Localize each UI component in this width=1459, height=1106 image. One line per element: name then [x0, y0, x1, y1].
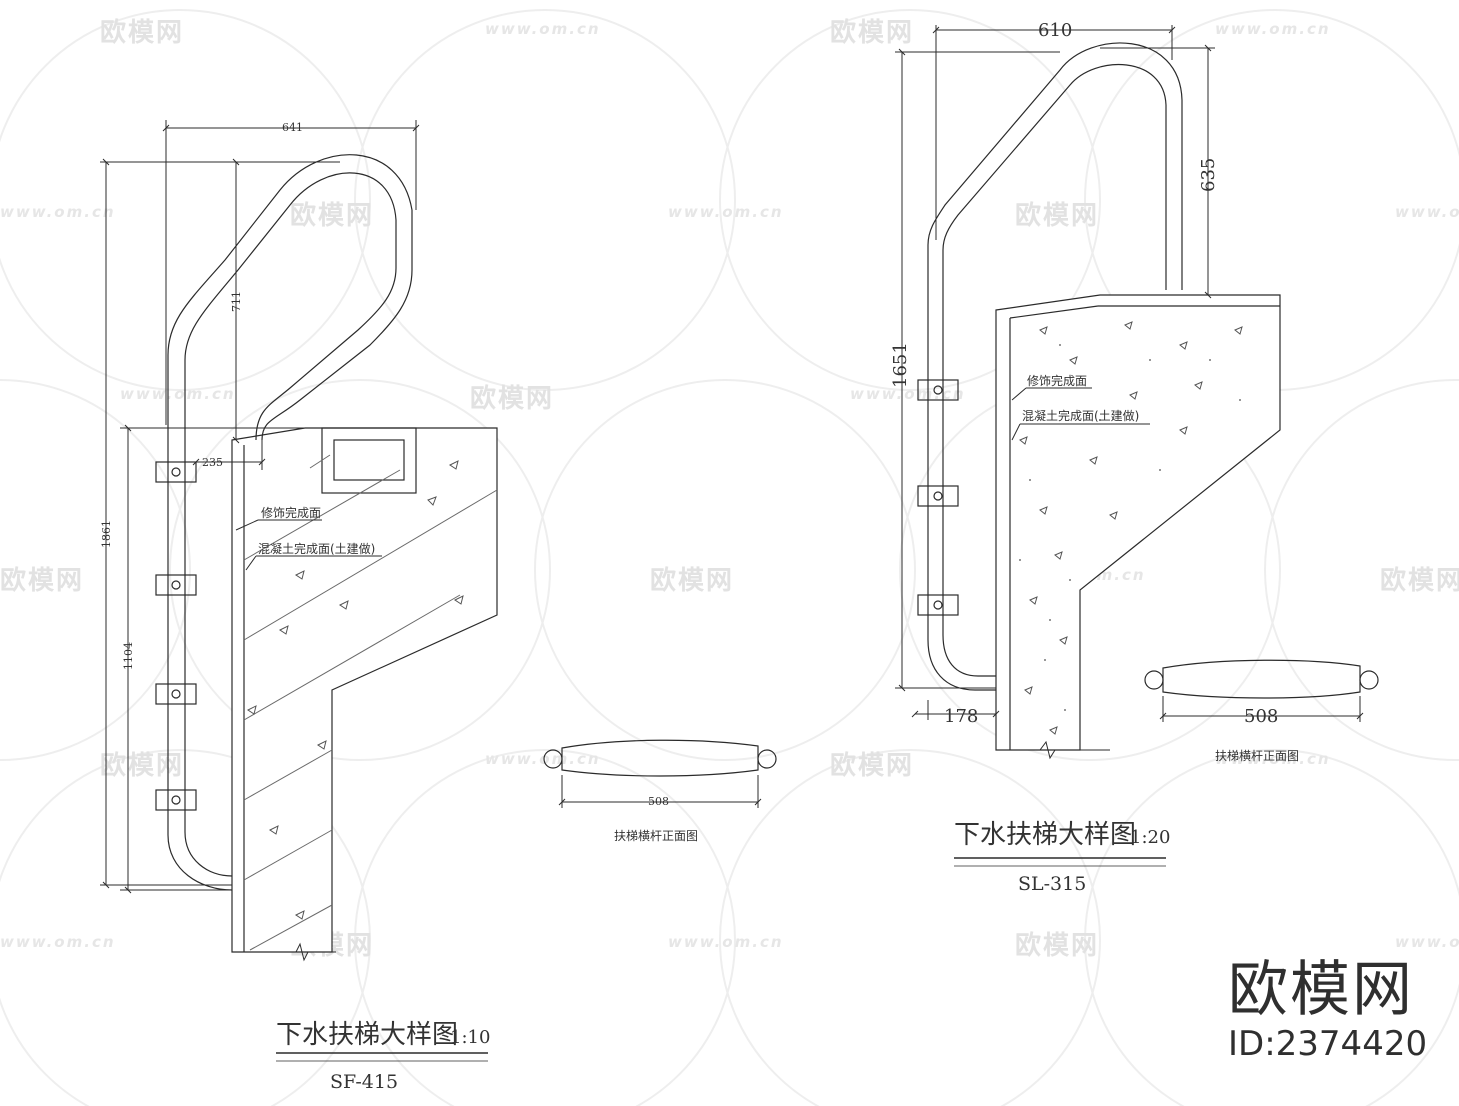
left-dim-offset: 235 — [202, 456, 223, 469]
watermark-url: www.om.cn — [485, 20, 601, 38]
right-concrete-section — [995, 294, 1281, 751]
left-note-leaders — [235, 519, 382, 571]
watermark-url: www.om.cn — [1395, 933, 1459, 951]
left-aggregate — [247, 460, 464, 920]
watermark-url: www.om.cn — [668, 203, 784, 221]
right-note-finish: 修饰完成面 — [1027, 373, 1087, 388]
watermark-brand: 欧模网 — [830, 751, 915, 781]
right-brackets — [917, 379, 959, 616]
right-rung-front-view — [1144, 659, 1379, 722]
watermark-url: www.om.cn — [850, 385, 966, 403]
right-title: 下水扶梯大样图 — [954, 820, 1136, 850]
right-title-block: 下水扶梯大样图 1:20 SL-315 — [954, 820, 1170, 895]
watermark-brand: 欧模网 — [100, 18, 185, 48]
brand-logo-text: 欧模网 — [1228, 955, 1414, 1025]
watermark-url: www.om.cn — [0, 203, 116, 221]
left-dim-lower-height: 1104 — [122, 642, 135, 670]
left-scale: 1:10 — [450, 1027, 490, 1048]
left-handrail-outer — [167, 154, 413, 891]
watermark-url: www.om.cn — [1215, 750, 1331, 768]
watermark-brand: 欧模网 — [650, 566, 735, 596]
left-rung-caption: 扶梯横杆正面图 — [614, 828, 698, 843]
right-dim-top-width: 610 — [1038, 20, 1072, 41]
right-rung-caption: 扶梯横杆正面图 — [1215, 748, 1299, 763]
watermark-url: www.om.cn — [0, 933, 116, 951]
right-scale: 1:20 — [1130, 827, 1170, 848]
left-dimensions — [100, 120, 420, 894]
left-title: 下水扶梯大样图 — [276, 1020, 458, 1050]
left-title-block: 下水扶梯大样图 1:10 SF-415 — [276, 1020, 490, 1093]
left-rung-width: 508 — [648, 795, 669, 808]
right-ladder-detail — [895, 25, 1281, 760]
right-rung-width: 508 — [1244, 706, 1278, 727]
watermark-url: www.om.cn — [120, 385, 236, 403]
left-dimension-labels: 641 711 1861 1104 235 修饰完成面 混凝土完成面(土建做) — [100, 121, 375, 670]
left-note-finish: 修饰完成面 — [261, 505, 321, 520]
left-dim-upper-height: 711 — [230, 291, 243, 312]
right-dimension-labels: 610 635 1651 178 修饰完成面 混凝土完成面(土建做) — [890, 20, 1219, 727]
right-aggregate — [1019, 321, 1243, 735]
right-note-leaders — [1011, 387, 1150, 441]
left-handrail-inner — [184, 172, 397, 877]
left-note-concrete: 混凝土完成面(土建做) — [258, 541, 375, 556]
right-dim-total-height: 1651 — [890, 342, 911, 388]
right-dim-offset: 178 — [944, 706, 978, 727]
right-dimensions — [895, 25, 1215, 720]
left-dim-total-height: 1861 — [100, 520, 113, 548]
watermark-brand: 欧模网 — [290, 201, 375, 231]
left-dim-top-width: 641 — [282, 121, 303, 134]
brand-id: ID:2374420 — [1228, 1024, 1428, 1064]
watermark-url: www.om.cn — [1215, 20, 1331, 38]
watermark-url: www.om.cn — [1395, 203, 1459, 221]
watermark-brand: 欧模网 — [1380, 566, 1459, 596]
left-brackets — [155, 461, 197, 811]
watermark-brand: 欧模网 — [1015, 931, 1100, 961]
watermark-brand: 欧模网 — [1015, 201, 1100, 231]
left-model-code: SF-415 — [330, 1071, 398, 1093]
watermark-brand: 欧模网 — [470, 384, 555, 414]
right-speckle — [1019, 344, 1241, 711]
right-note-concrete: 混凝土完成面(土建做) — [1022, 408, 1139, 423]
right-handrail-inner — [942, 63, 1167, 677]
left-ladder-detail — [100, 120, 498, 962]
right-dim-upper-height: 635 — [1198, 158, 1219, 192]
left-hatch — [243, 454, 498, 951]
watermark-brand: 欧模网 — [830, 18, 915, 48]
watermark-brand: 欧模网 — [0, 566, 85, 596]
watermark-url: www.om.cn — [485, 750, 601, 768]
watermark-url: www.om.cn — [668, 933, 784, 951]
left-rung-front-view — [543, 739, 777, 808]
brand-corner: 欧模网 ID:2374420 — [1228, 955, 1428, 1065]
right-model-code: SL-315 — [1018, 873, 1086, 895]
right-handrail-outer — [927, 42, 1183, 691]
